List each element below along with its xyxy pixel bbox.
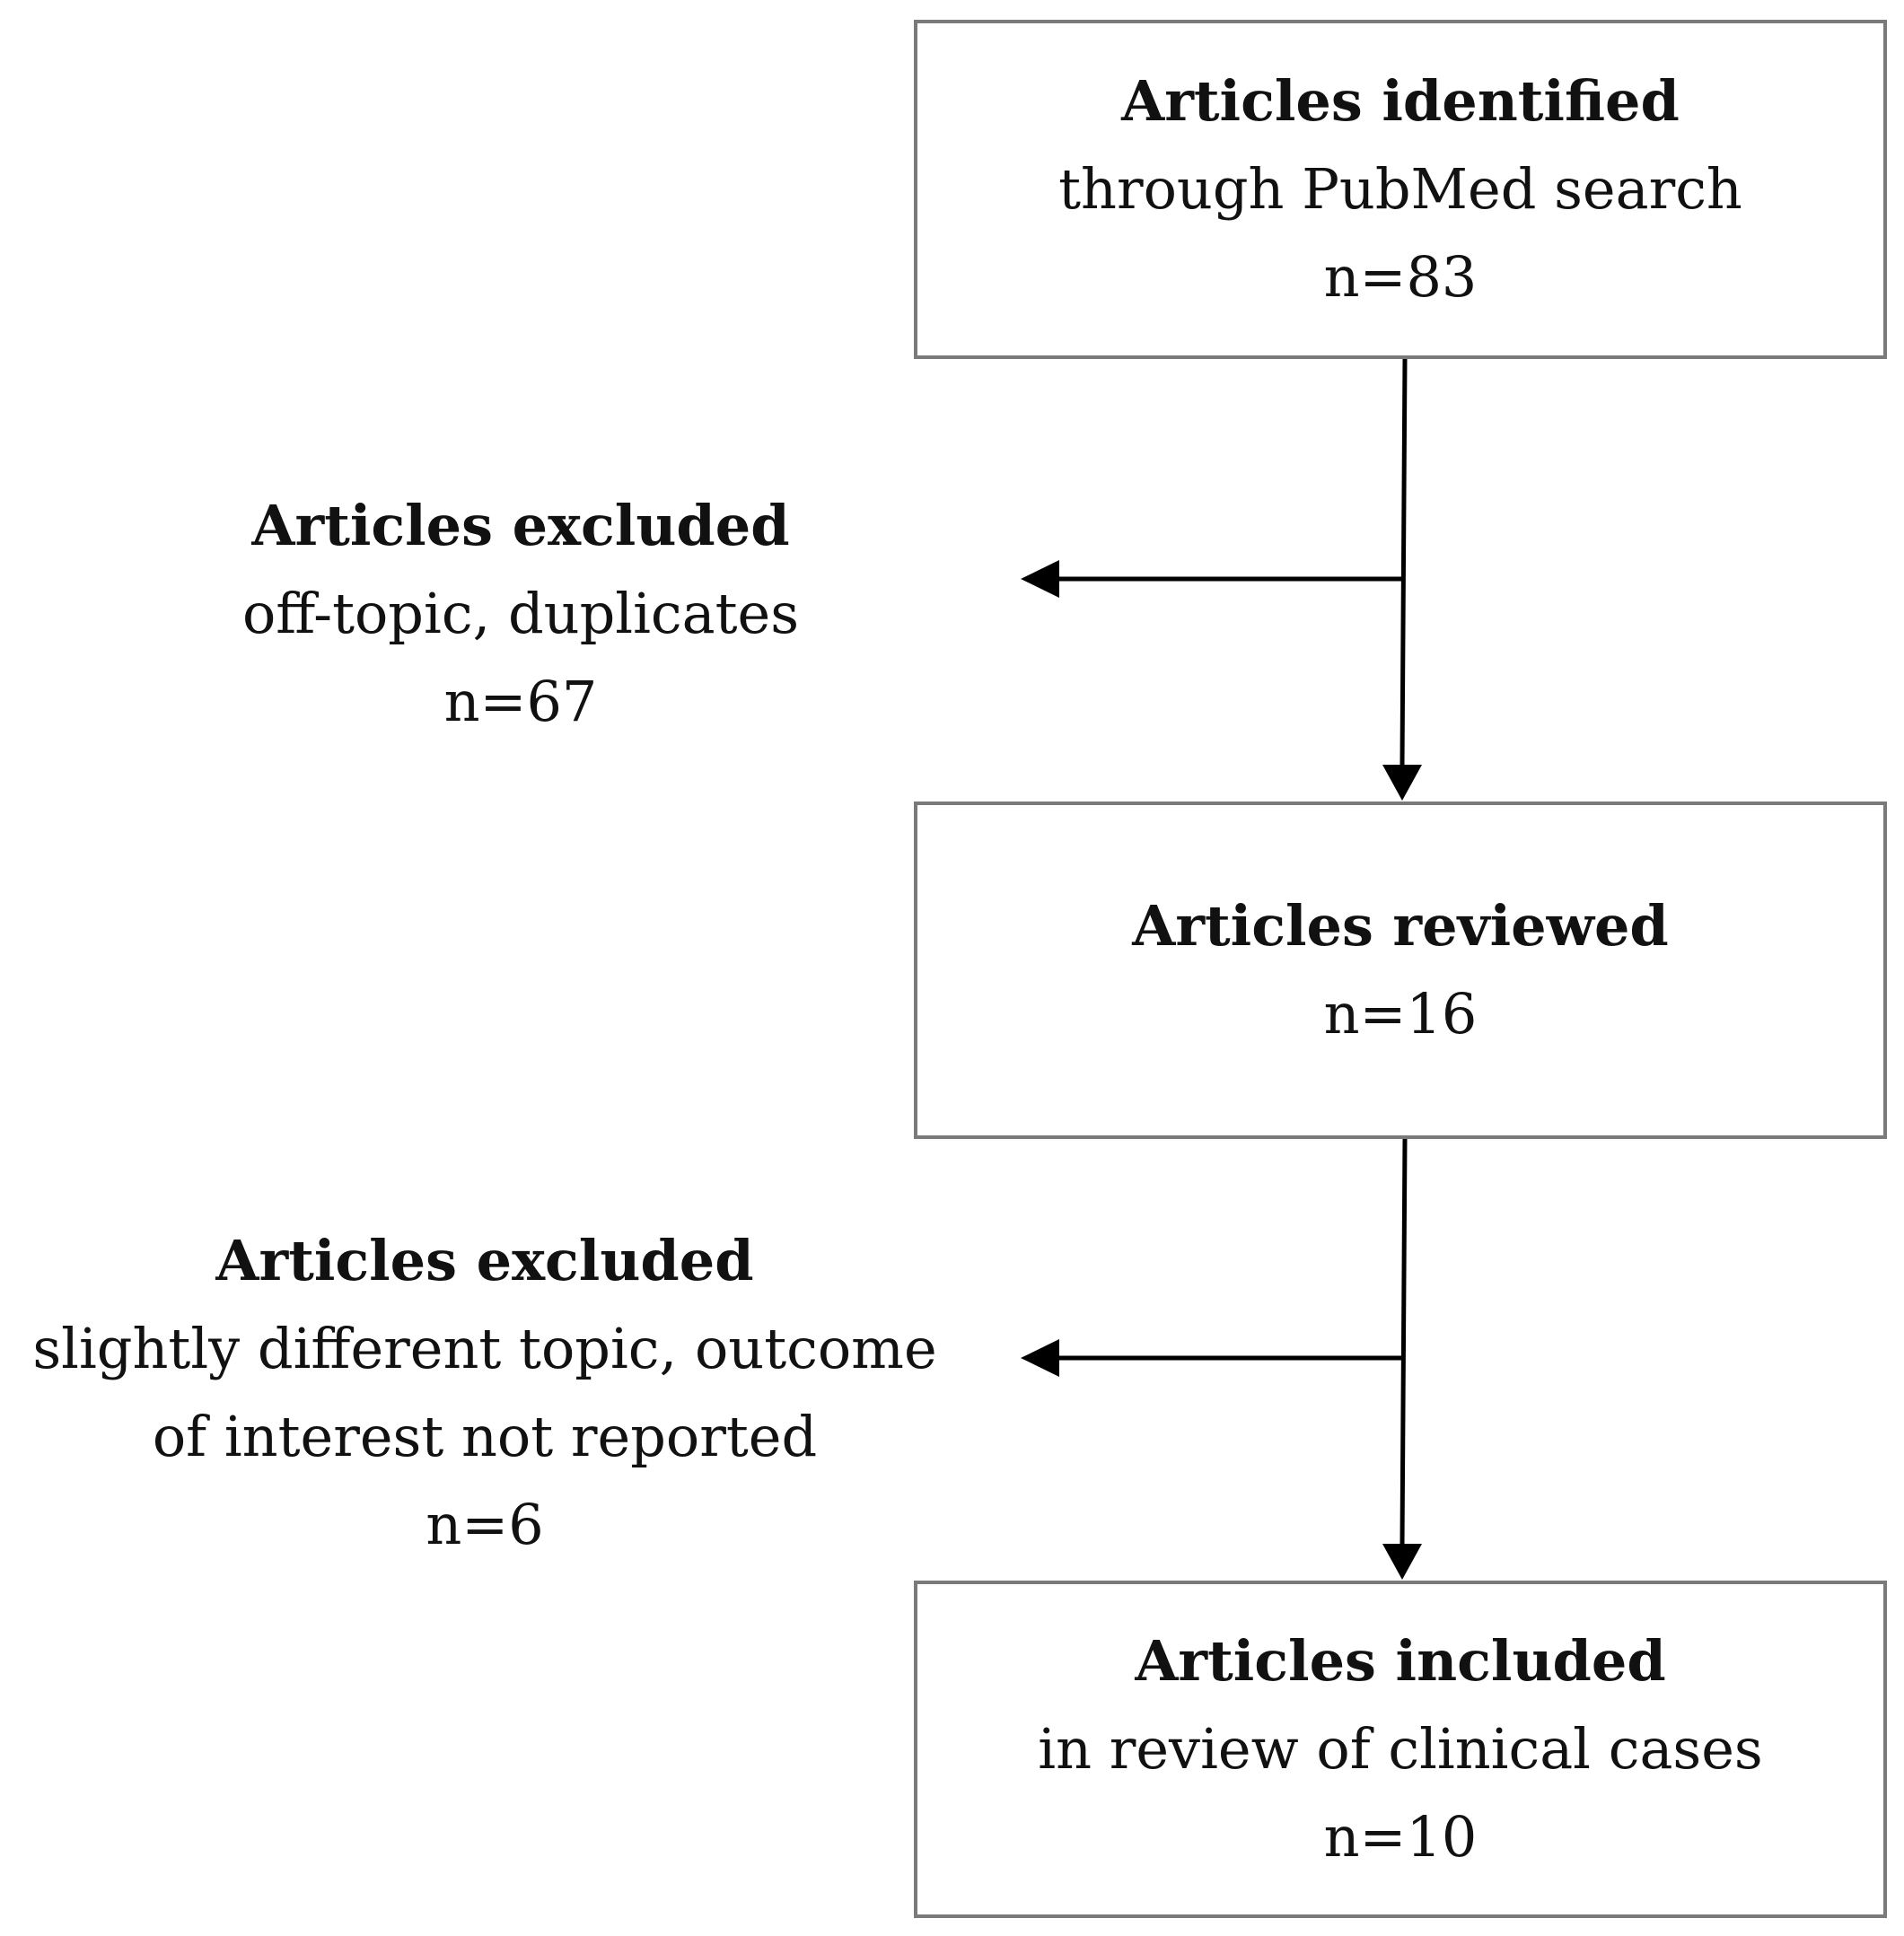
connector-identified-to-reviewed	[1399, 358, 1408, 766]
node-reviewed-count: n=16	[1323, 981, 1478, 1047]
exclusion-first: Articles excluded off-topic, duplicates …	[135, 482, 907, 746]
node-included-detail: in review of clinical cases	[1038, 1716, 1763, 1782]
exclusion-second: Articles excluded slightly different top…	[0, 1217, 970, 1569]
exclusion-second-count: n=6	[426, 1492, 544, 1557]
node-articles-reviewed: Articles reviewed n=16	[914, 802, 1887, 1139]
node-articles-identified: Articles identified through PubMed searc…	[914, 20, 1887, 359]
exclusion-second-detail-line2: of interest not reported	[152, 1404, 818, 1469]
arrowhead-down-reviewed	[1382, 765, 1422, 801]
exclusion-second-title: Articles excluded	[215, 1228, 754, 1293]
node-included-title: Articles included	[1135, 1628, 1666, 1694]
node-reviewed-title: Articles reviewed	[1132, 893, 1669, 959]
node-identified-title: Articles identified	[1121, 68, 1680, 134]
exclusion-second-detail-line1: slightly different topic, outcome	[32, 1316, 937, 1381]
node-included-count: n=10	[1323, 1804, 1478, 1870]
exclusion-first-title: Articles excluded	[251, 493, 790, 558]
arrowhead-left-exclusion-first	[1021, 560, 1059, 598]
exclusion-first-count: n=67	[443, 669, 598, 734]
connector-reviewed-to-included	[1399, 1138, 1408, 1545]
node-articles-included: Articles included in review of clinical …	[914, 1581, 1887, 1918]
arrowhead-left-exclusion-second	[1021, 1339, 1059, 1377]
node-identified-detail: through PubMed search	[1058, 156, 1742, 222]
node-identified-count: n=83	[1323, 244, 1478, 310]
arrowhead-down-included	[1382, 1544, 1422, 1580]
exclusion-first-detail: off-topic, duplicates	[241, 581, 800, 646]
